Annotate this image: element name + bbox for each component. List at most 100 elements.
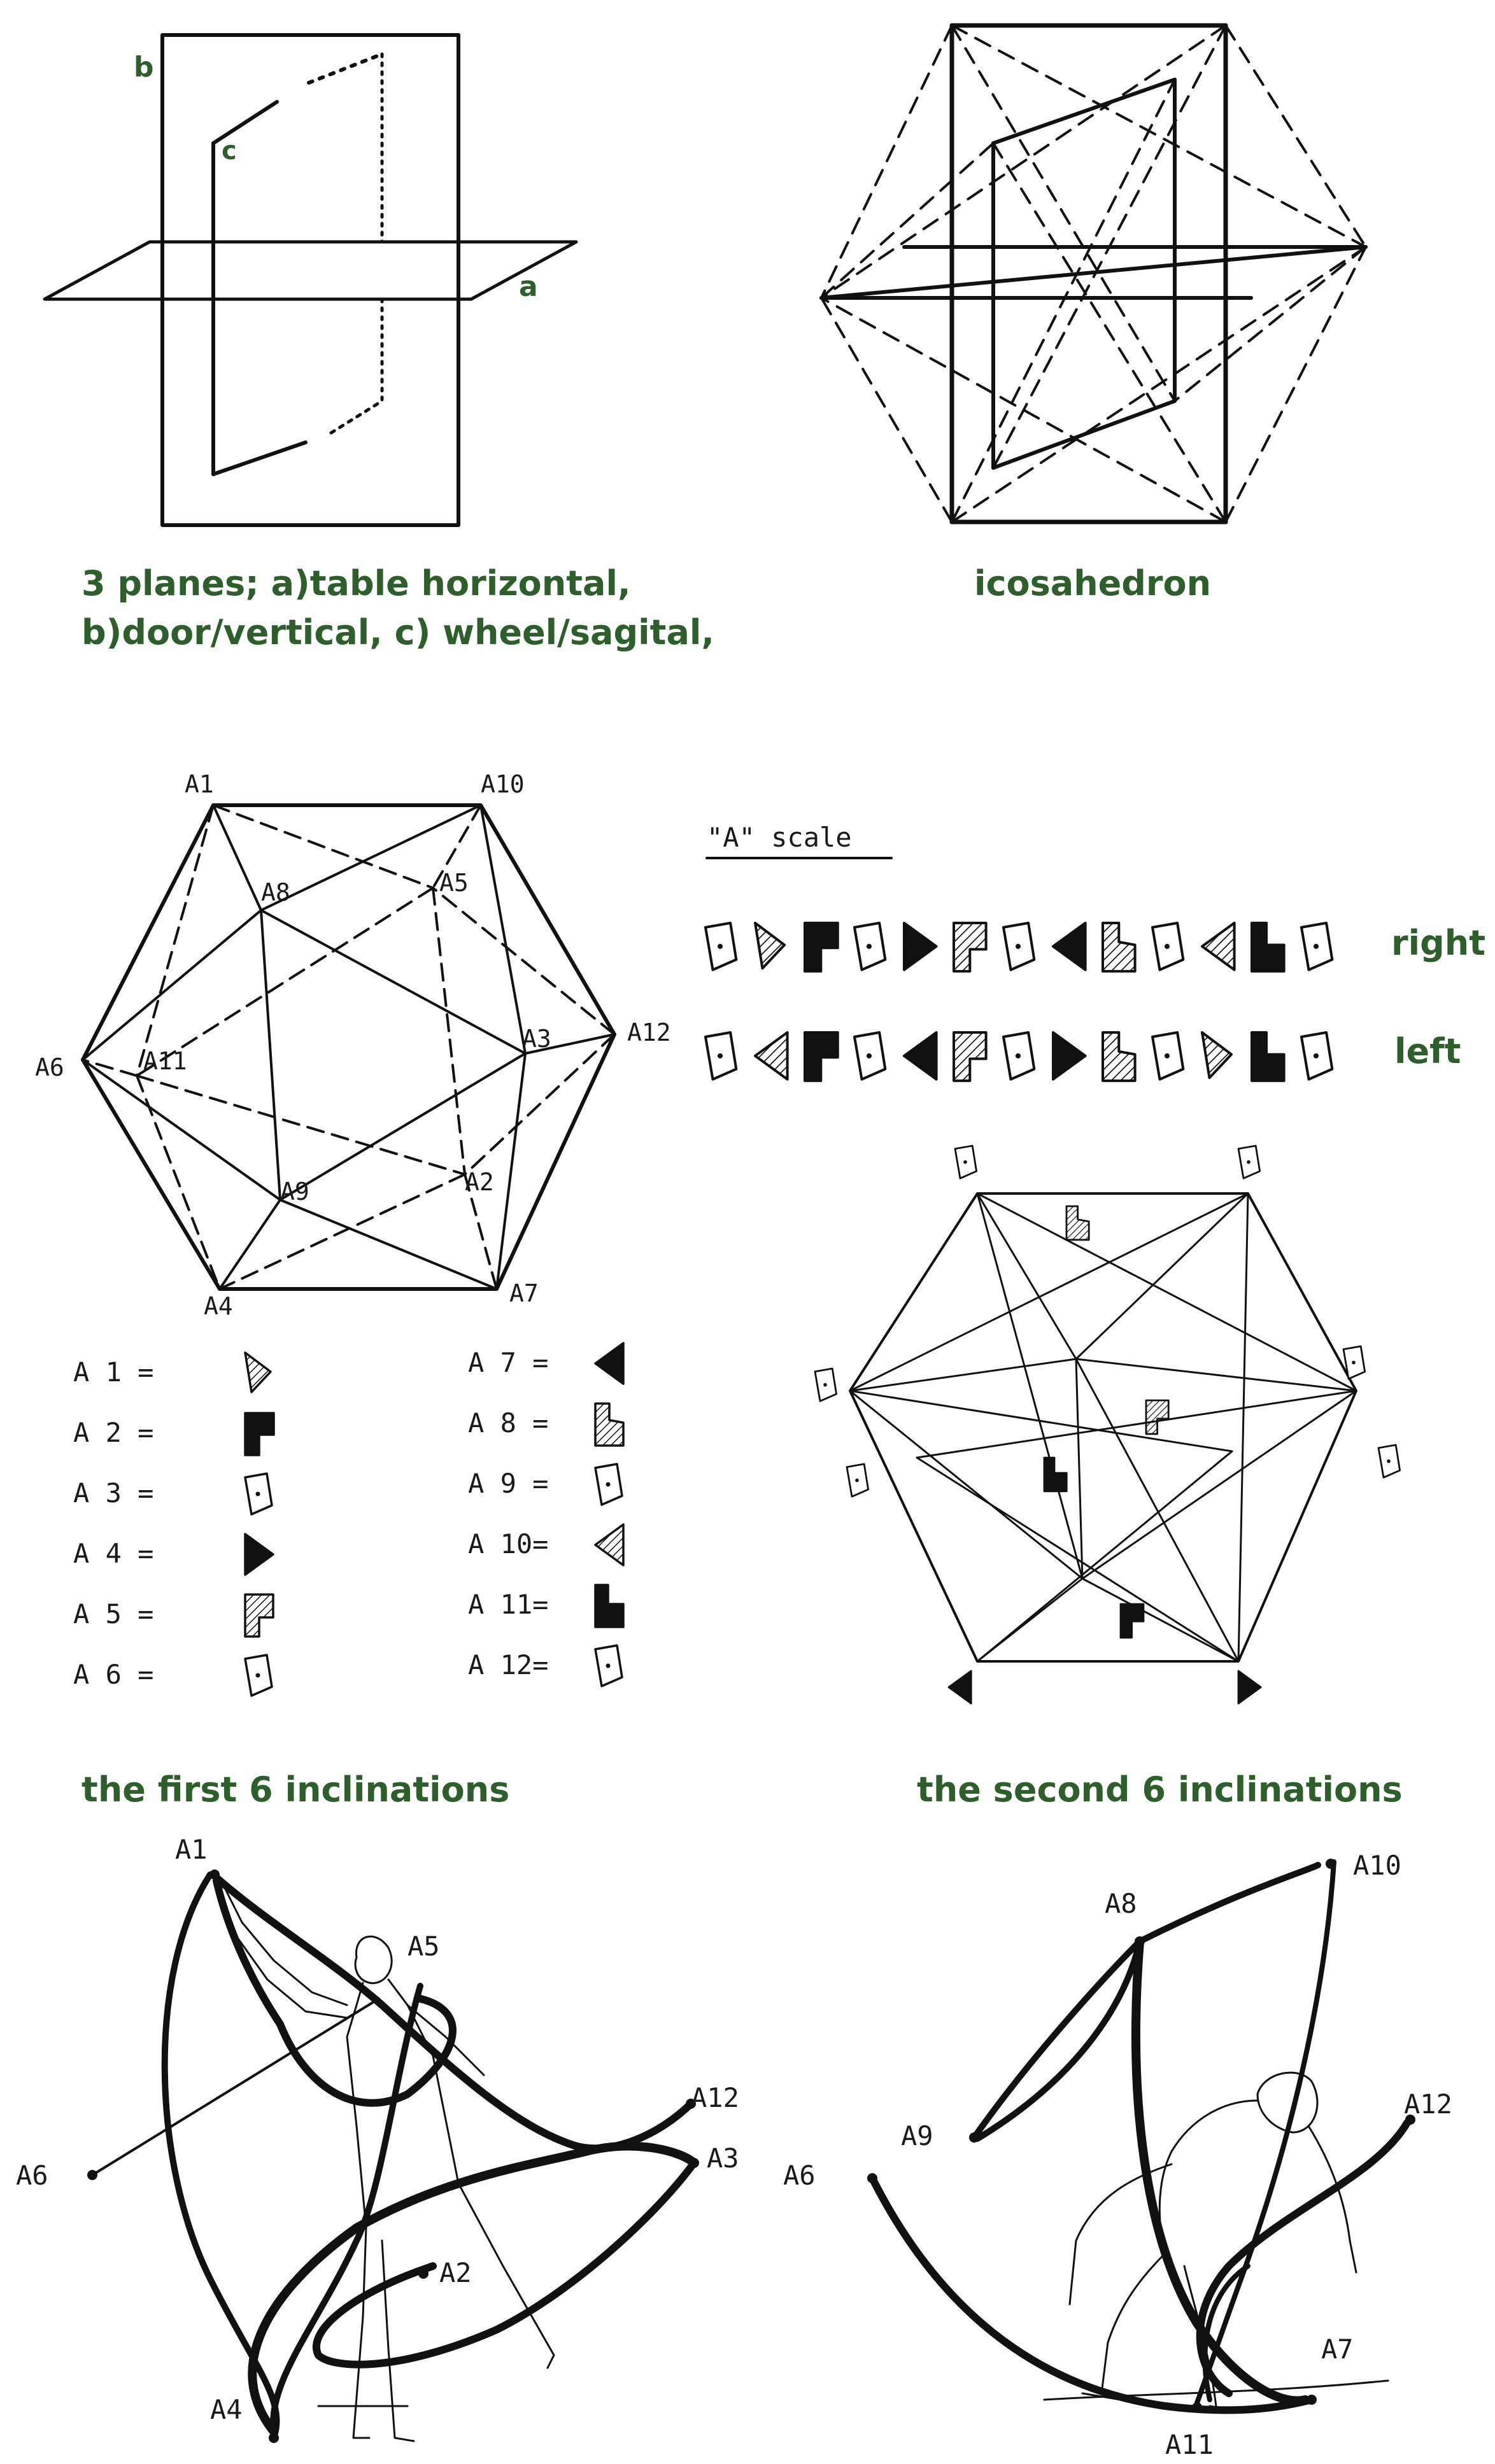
first-inclinations-caption: the first 6 inclinations	[81, 1770, 509, 1810]
scale-label-right: right	[1391, 923, 1485, 963]
symbol-dotted-polygon	[1300, 921, 1334, 971]
icosahedron-with-symbols	[814, 1144, 1401, 1705]
point-dot	[209, 1869, 220, 1880]
three-planes-figure: b c a 3 planes; a)table horizontal, b)do…	[43, 33, 714, 652]
point-dot	[1326, 1859, 1336, 1869]
symbol-solid-triangle-left	[947, 1670, 972, 1705]
legend-label: A 1 =	[73, 1356, 153, 1388]
icosahedron-planes-figure: icosahedron	[819, 23, 1368, 603]
vertex-A3: A3	[522, 1025, 551, 1053]
symbol-hatched-triangle-left	[753, 1031, 789, 1081]
point-label-A11: A11	[1165, 2429, 1214, 2460]
vertex-A9: A9	[280, 1178, 309, 1206]
dancer-figure-right: A10 A8 A12 A9 A6 A7 A11	[783, 1850, 1452, 2460]
a-scale-title: "A" scale	[707, 822, 852, 853]
legend-label: A 4 =	[73, 1538, 153, 1569]
legend-label: A 5 =	[73, 1598, 153, 1630]
label-c: c	[222, 136, 237, 165]
symbol-dotted-polygon	[1237, 1144, 1261, 1179]
symbol-dotted-polygon	[1151, 1031, 1185, 1081]
symbol-dotted-polygon	[1151, 921, 1185, 971]
legend-label: A 2 =	[73, 1417, 153, 1448]
point-label-A1: A1	[175, 1834, 208, 1865]
vertex-A5: A5	[439, 869, 469, 897]
symbol-hatched-flag	[244, 1593, 274, 1638]
scale-row-left	[704, 1031, 1334, 1082]
vertex-A12: A12	[627, 1018, 671, 1046]
point-dot	[867, 2173, 877, 2183]
icosahedron-caption: icosahedron	[974, 563, 1211, 603]
point-label-A10: A10	[1353, 1850, 1401, 1881]
point-dot	[689, 2158, 699, 2168]
vertical-plane-b	[160, 33, 460, 527]
symbol-hatched-triangle-left	[594, 1523, 625, 1566]
symbol-solid-step	[594, 1584, 625, 1628]
symbol-solid-step	[1250, 921, 1286, 973]
symbol-dotted-polygon	[814, 1367, 838, 1402]
vertex-A8: A8	[261, 878, 290, 906]
symbol-dotted-polygon	[244, 1472, 273, 1516]
symbol-hatched-flag	[952, 1031, 988, 1082]
legend-label: A 6 =	[73, 1659, 153, 1690]
vertex-A4: A4	[204, 1292, 233, 1320]
symbol-solid-flag	[803, 921, 839, 973]
point-dot	[969, 2132, 979, 2143]
vertex-A10: A10	[481, 770, 525, 798]
symbol-dotted-polygon	[853, 921, 887, 971]
symbol-hatched-pennant	[244, 1351, 272, 1393]
point-label-A3: A3	[707, 2143, 739, 2174]
point-label-A7: A7	[1321, 2334, 1354, 2365]
symbol-dotted-polygon	[846, 1463, 870, 1498]
symbol-hatched-step	[1101, 921, 1137, 973]
symbol-dotted-polygon	[244, 1654, 273, 1697]
dancer-figure-left: A1 A5 A6 A12 A3 A2 A4	[16, 1834, 739, 2443]
second-inclinations-caption: the second 6 inclinations	[917, 1770, 1403, 1810]
labeled-icosahedron: A1 A10 A8 A5 A6 A11 A3 A12 A2 A9 A4 A7	[35, 770, 671, 1320]
scale-label-left: left	[1394, 1031, 1461, 1071]
point-dot	[1405, 2115, 1415, 2125]
point-label-A5: A5	[407, 1931, 440, 1962]
planes-caption-line2: b)door/vertical, c) wheel/sagital,	[81, 612, 714, 652]
point-dot	[1192, 2402, 1202, 2412]
symbol-dotted-polygon	[1300, 1031, 1334, 1081]
human-figure	[222, 1883, 555, 2442]
point-label-A9: A9	[901, 2120, 933, 2151]
point-dot	[1307, 2395, 1317, 2405]
point-dot	[686, 2099, 696, 2109]
planes-caption-line1: 3 planes; a)table horizontal,	[81, 563, 630, 603]
vertex-A1: A1	[185, 770, 214, 798]
legend-label: A 7 =	[468, 1347, 548, 1378]
symbol-dotted-polygon	[853, 1031, 887, 1081]
symbol-solid-triangle	[902, 921, 938, 971]
symbol-hatched-pennant	[1200, 1031, 1233, 1080]
point-label-A4: A4	[210, 2394, 243, 2425]
symbol-dotted-polygon	[1377, 1444, 1401, 1479]
symbol-hatched-flag	[1145, 1399, 1170, 1435]
symbol-hatched-triangle-left	[1200, 921, 1236, 971]
symbol-dotted-polygon	[704, 921, 738, 971]
label-a: a	[519, 271, 538, 303]
legend-label: A 12=	[468, 1649, 548, 1680]
vertex-A7: A7	[509, 1279, 539, 1307]
legend-label: A 10=	[468, 1528, 548, 1559]
point-label-A12: A12	[691, 2082, 739, 2113]
symbol-dotted-polygon	[594, 1463, 623, 1506]
symbol-solid-step	[1043, 1456, 1068, 1493]
vertex-A6: A6	[35, 1053, 64, 1081]
symbol-dotted-polygon	[1342, 1345, 1366, 1380]
point-label-A8: A8	[1105, 1888, 1137, 1919]
symbol-solid-flag	[803, 1031, 839, 1082]
symbol-solid-step	[1250, 1031, 1286, 1082]
point-label-A6: A6	[783, 2160, 816, 2191]
legend-label: A 9 =	[468, 1468, 548, 1499]
point-dot	[1135, 1936, 1145, 1947]
a-scale-panel: "A" scale right left	[704, 822, 1485, 1082]
symbol-solid-triangle	[244, 1533, 274, 1576]
label-b: b	[134, 51, 154, 83]
vertex-A2: A2	[465, 1168, 494, 1196]
vertex-A11: A11	[143, 1047, 187, 1075]
horizontal-plane-a	[43, 240, 578, 301]
point-dot	[269, 2433, 279, 2443]
point-dot	[418, 2269, 429, 2279]
